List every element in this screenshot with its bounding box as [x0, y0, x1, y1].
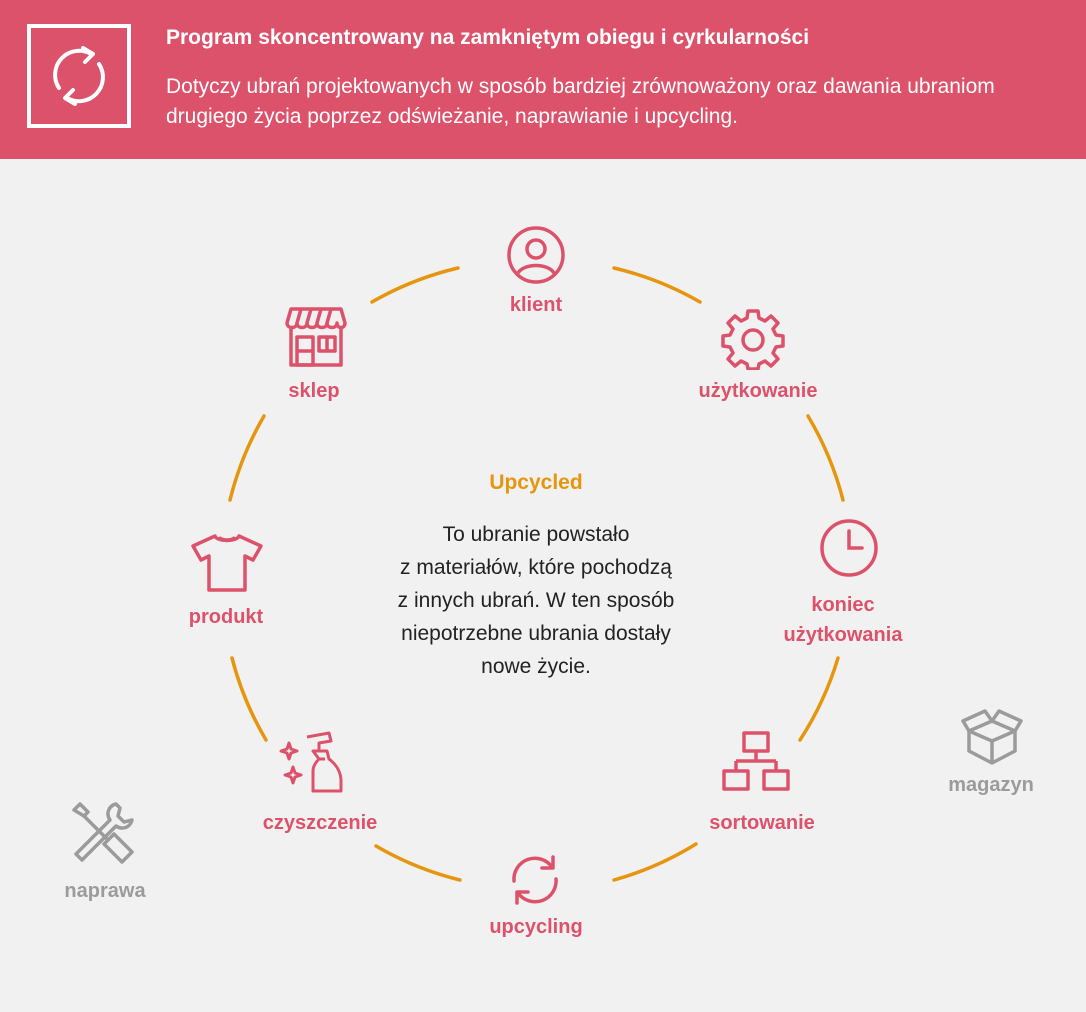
- node-label-klient: klient: [509, 294, 563, 316]
- cycle-arrows-icon: [512, 855, 558, 905]
- ring-arc: [370, 266, 460, 304]
- ring-arc: [228, 414, 266, 502]
- header-title: Program skoncentrowany na zamkniętym obi…: [166, 26, 810, 49]
- tools-icon: [72, 802, 134, 864]
- node-label-sortowanie: sortowanie: [709, 812, 815, 834]
- ring-arc: [230, 656, 268, 742]
- center-line: nowe życie.: [481, 655, 591, 678]
- shop-icon: [285, 307, 347, 367]
- tshirt-icon: [191, 534, 263, 592]
- spray-bottle-icon: [279, 731, 343, 793]
- node-label-uzytkowanie: użytkowanie: [698, 380, 818, 402]
- ring-arc: [806, 414, 845, 502]
- recycle-arrows-icon: [27, 24, 131, 128]
- gear-icon: [721, 309, 785, 370]
- hierarchy-icon: [722, 731, 790, 791]
- box-icon: [961, 709, 1023, 765]
- center-title: Upcycled: [489, 471, 583, 494]
- ring-arc: [798, 656, 840, 742]
- node-label-sklep: sklep: [288, 380, 340, 402]
- node-label-koniec-uzytkowania: koniec użytkowania: [784, 590, 903, 650]
- center-line: To ubranie powstało: [442, 523, 630, 546]
- node-label-line: koniec: [811, 594, 875, 616]
- header-banner: Program skoncentrowany na zamkniętym obi…: [0, 0, 1086, 159]
- center-line: z innych ubrań. W ten sposób: [397, 589, 675, 612]
- node-label-magazyn: magazyn: [948, 774, 1034, 796]
- center-line: z materiałów, które pochodzą: [400, 556, 672, 579]
- node-label-naprawa: naprawa: [64, 880, 146, 902]
- ring-arc: [374, 844, 462, 882]
- header-description: Dotyczy ubrań projektowanych w sposób ba…: [166, 75, 995, 128]
- node-label-czyszczenie: czyszczenie: [262, 812, 378, 834]
- node-label-upcycling: upcycling: [489, 916, 583, 938]
- clock-icon: [820, 519, 878, 577]
- node-label-produkt: produkt: [188, 606, 264, 628]
- ring-arc: [612, 842, 698, 882]
- center-line: niepotrzebne ubrania dostały: [401, 622, 671, 645]
- center-description: To ubranie powstało z materiałów, które …: [356, 518, 716, 683]
- user-circle-icon: [507, 226, 565, 284]
- ring-arc: [612, 266, 702, 304]
- node-label-line: użytkowania: [783, 624, 903, 646]
